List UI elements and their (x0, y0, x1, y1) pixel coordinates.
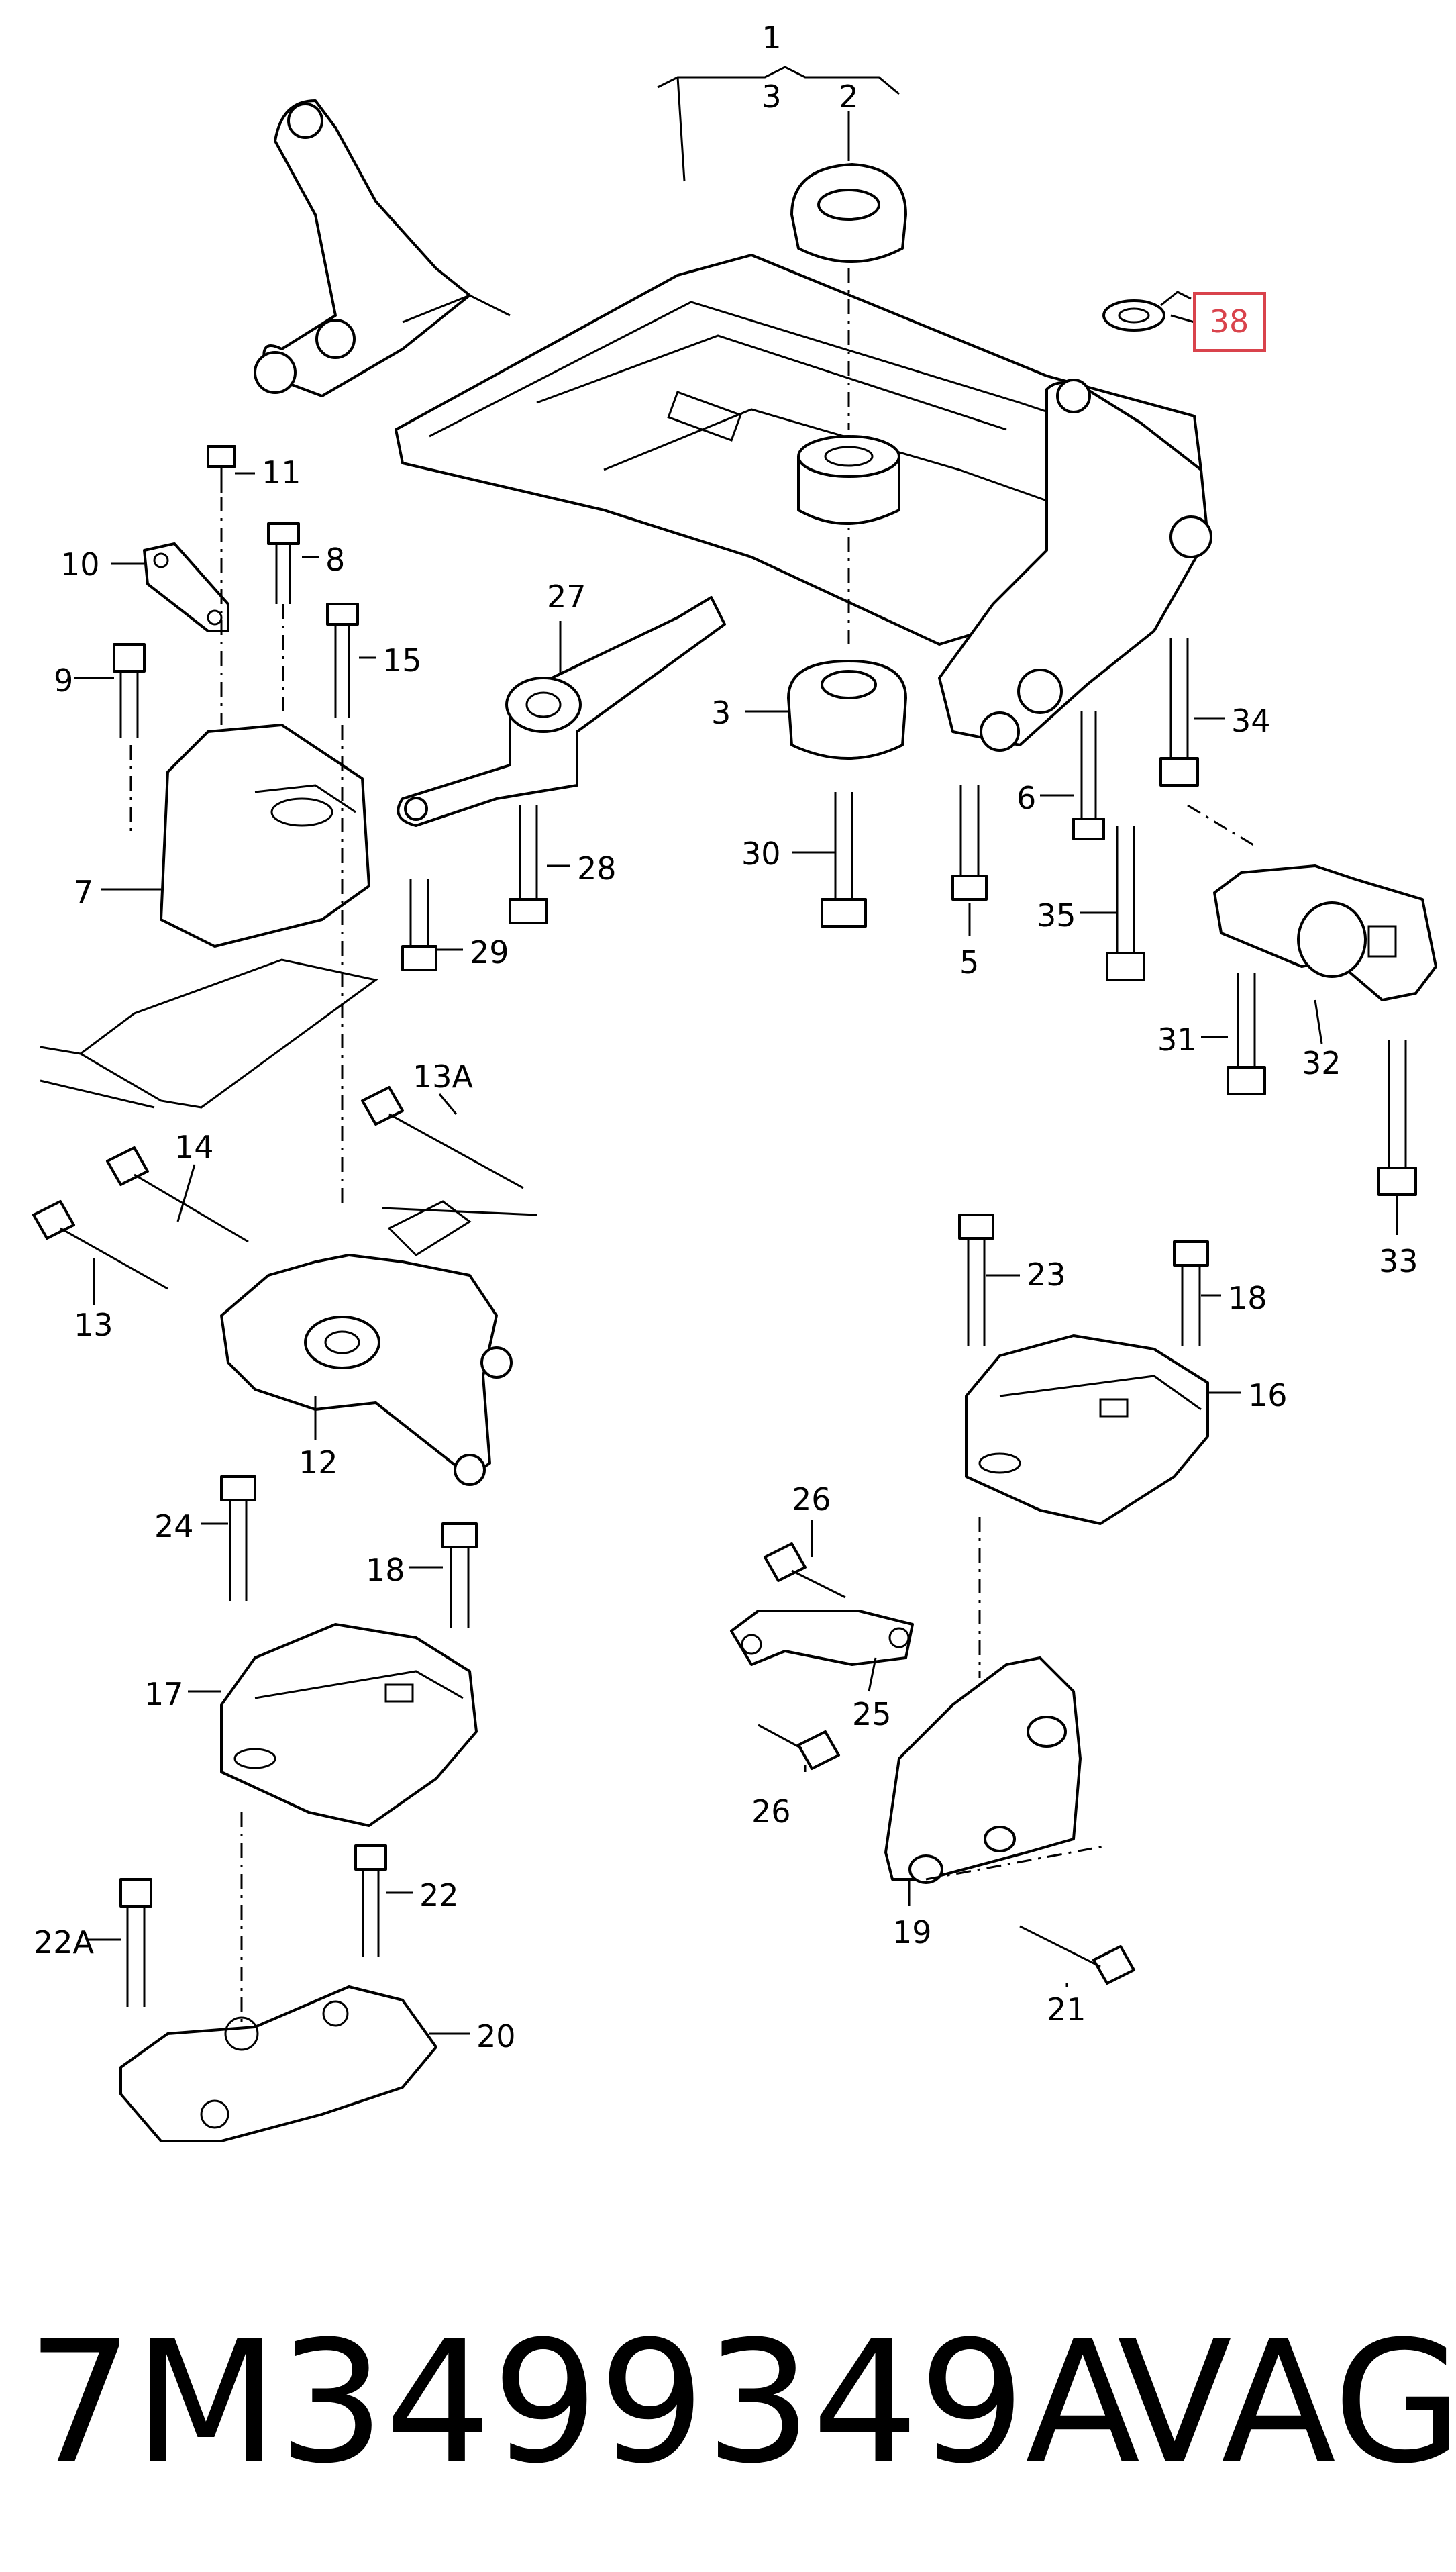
callout-27: 27 (547, 579, 586, 615)
callout-2: 2 (839, 79, 858, 115)
callout-29: 29 (470, 934, 509, 971)
bracket-32-drawing (1187, 804, 1437, 1001)
callout-20: 20 (476, 2018, 516, 2055)
callout-8: 8 (325, 542, 345, 578)
bracket-19-drawing (884, 1656, 1108, 1884)
callout-28: 28 (577, 850, 617, 887)
callout-10: 10 (60, 546, 100, 583)
callout-13: 13 (74, 1307, 113, 1343)
brand-caption: VAG (1117, 2305, 1456, 2500)
callout-38: 38 (1210, 303, 1249, 340)
part-number-caption: 7M3499349A (27, 2305, 1141, 2500)
callout-3-mid: 3 (711, 695, 731, 731)
callout-18-lower: 18 (366, 1552, 405, 1588)
leader-lines (74, 111, 1398, 2035)
callout-1-bracket (657, 66, 900, 182)
mount-17-drawing (220, 1623, 478, 2027)
bracket-10-drawing (143, 542, 229, 632)
bolt-drawings (32, 445, 1417, 2007)
bushing-2-drawing (790, 163, 907, 430)
mount-16-drawing (965, 1334, 1209, 1678)
bracket-20-drawing (119, 1985, 437, 2142)
callout-26-upper: 26 (792, 1481, 831, 1518)
callout-1: 1 (762, 19, 781, 56)
callout-24: 24 (154, 1508, 194, 1544)
torque-arm-27-drawing (397, 596, 726, 827)
subframe-drawing (254, 99, 1212, 752)
callout-18-upper: 18 (1228, 1280, 1267, 1316)
callout-23: 23 (1027, 1256, 1066, 1293)
callout-6: 6 (1017, 780, 1036, 816)
callout-12: 12 (299, 1444, 338, 1481)
mount-7-drawing (40, 724, 378, 1109)
callout-5: 5 (959, 944, 979, 981)
callout-22A: 22A (34, 1924, 95, 1961)
callout-30: 30 (741, 836, 781, 872)
callout-17: 17 (144, 1676, 184, 1712)
callout-14: 14 (174, 1129, 214, 1165)
callout-15: 15 (382, 642, 422, 679)
bushing-3-drawing (787, 524, 907, 760)
callout-22: 22 (419, 1877, 459, 1914)
callout-3-top: 3 (762, 79, 781, 115)
callout-11: 11 (262, 454, 301, 491)
callout-31: 31 (1157, 1022, 1197, 1058)
callout-34: 34 (1231, 703, 1271, 739)
callout-7: 7 (74, 874, 93, 910)
callout-33: 33 (1379, 1243, 1418, 1279)
callout-21: 21 (1047, 1991, 1086, 2028)
mount-7-dash-lines (129, 497, 344, 1208)
callout-25: 25 (852, 1696, 892, 1732)
callout-9: 9 (54, 662, 73, 699)
callout-35: 35 (1037, 897, 1076, 934)
callout-38-highlight-box (1193, 292, 1266, 352)
bracket-12-drawing (220, 1200, 537, 1486)
callout-32: 32 (1302, 1045, 1341, 1081)
washer-38-drawing (1102, 291, 1192, 332)
bracket-25-drawing (730, 1610, 914, 1666)
callout-labels: 1 3 2 38 11 10 8 9 15 7 27 28 29 3 30 5 … (34, 19, 1418, 2055)
callout-16: 16 (1248, 1377, 1288, 1414)
callout-19: 19 (892, 1914, 932, 1950)
callout-13A: 13A (413, 1058, 474, 1095)
callout-26-lower: 26 (751, 1793, 791, 1830)
